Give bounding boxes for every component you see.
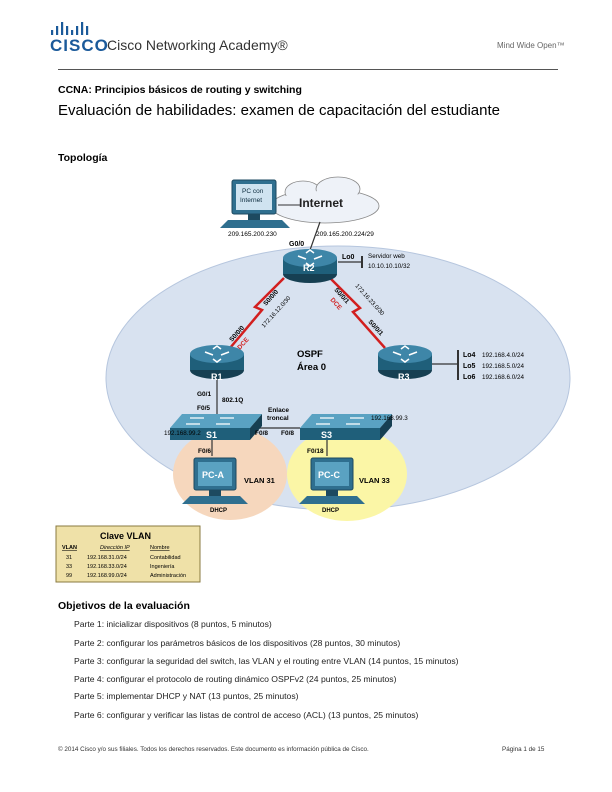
lo5-label: Lo5: [463, 363, 476, 370]
vlan-key-table: Clave VLAN VLAN Dirección IP Nombre 31 1…: [55, 525, 201, 583]
r1-label: R1: [211, 372, 223, 382]
s3-f08: F0/8: [281, 430, 294, 437]
topology-heading: Topología: [58, 152, 108, 164]
tagline: Mind Wide Open™: [497, 41, 565, 50]
topology-diagram: Internet PC con Internet 209.165.200.230…: [55, 176, 571, 583]
router-r2-icon: [283, 249, 337, 283]
page-number: Página 1 de 15: [502, 746, 545, 753]
router-r1-icon: [190, 345, 244, 379]
s1-f06: F0/6: [198, 448, 211, 455]
r2-label: R2: [303, 263, 315, 273]
footer-copyright: © 2014 Cisco y/o sus filiales. Todos los…: [58, 746, 369, 753]
objectives-heading: Objetivos de la evaluación: [58, 600, 190, 612]
vlan-key-header-vlan: VLAN: [62, 545, 77, 551]
cisco-logo: CISCO: [50, 36, 109, 55]
pc-internet-label-1: PC con: [242, 188, 264, 195]
pc-internet-icon: [220, 179, 290, 228]
vlan-key-cell: 33: [66, 564, 72, 570]
vlan-key-cell: 99: [66, 573, 72, 579]
s3-ip: 192.168.99.3: [371, 415, 408, 422]
s3-f18: F0/18: [307, 448, 324, 455]
serial-link-r2-r3: [329, 277, 386, 349]
dhcp-c-label: DHCP: [322, 508, 339, 514]
internet-net-ip: 209.165.200.224/29: [316, 231, 374, 238]
s3-label: S3: [321, 430, 332, 440]
trunk-label-1: Enlace: [268, 407, 289, 414]
ospf-label: OSPF: [297, 349, 323, 360]
s1-ip: 192.168.99.2: [164, 430, 201, 437]
vlan-key-cell: 31: [66, 555, 72, 561]
vlan31-label: VLAN 31: [244, 476, 275, 485]
objective-item: Parte 4: configurar el protocolo de rout…: [74, 674, 397, 684]
course-title: CCNA: Principios básicos de routing y sw…: [58, 84, 302, 96]
pc-internet-label-2: Internet: [240, 197, 262, 204]
vlan-key-cell: 192.168.99.0/24: [87, 573, 127, 579]
objective-item: Parte 1: inicializar dispositivos (8 pun…: [74, 619, 272, 629]
vlan-key-cell: 192.168.33.0/24: [87, 564, 127, 570]
vlan-key-header-name: Nombre: [150, 545, 170, 551]
r2-g00: G0/0: [289, 241, 304, 248]
vlan-key-title: Clave VLAN: [100, 531, 151, 541]
s1-f08: F0/8: [255, 430, 268, 437]
page-title: Evaluación de habilidades: examen de cap…: [58, 102, 500, 119]
vlan-key-cell: Administración: [150, 573, 186, 579]
vlan33-label: VLAN 33: [359, 476, 390, 485]
switch-s3-icon: [300, 414, 392, 440]
cisco-logo-bars-icon: [51, 22, 89, 35]
lo4-label: Lo4: [463, 352, 476, 359]
vlan-key-cell: Contabilidad: [150, 555, 181, 561]
vlan-key-cell: 192.168.31.0/24: [87, 555, 127, 561]
academy-name: Cisco Networking Academy®: [107, 37, 288, 53]
s1-label: S1: [206, 430, 217, 440]
objective-item: Parte 5: implementar DHCP y NAT (13 punt…: [74, 691, 299, 701]
pc-c-label: PC-C: [318, 470, 340, 480]
internet-label: Internet: [299, 196, 343, 210]
vlan-key-cell: Ingeniería: [150, 564, 175, 570]
pc-a-icon: [182, 457, 248, 504]
pc-c-icon: [299, 457, 365, 504]
objective-item: Parte 6: configurar y verificar las list…: [74, 710, 419, 720]
lo6-label: Lo6: [463, 374, 476, 381]
header-divider: [58, 69, 558, 70]
server-web-ip: 10.10.10.10/32: [368, 263, 411, 270]
server-web-label: Servidor web: [368, 253, 405, 260]
router-r3-icon: [378, 345, 432, 379]
r3-label: R3: [398, 372, 410, 382]
r1-g01: G0/1: [197, 391, 211, 398]
pc-internet-ip: 209.165.200.230: [228, 231, 277, 238]
s1-f05: F0/5: [197, 405, 210, 412]
internet-cloud-icon: [270, 176, 380, 224]
area-label: Área 0: [297, 362, 326, 373]
objective-item: Parte 2: configurar los parámetros básic…: [74, 638, 401, 648]
dhcp-a-label: DHCP: [210, 508, 227, 514]
objective-item: Parte 3: configurar la seguridad del swi…: [74, 656, 459, 666]
lo6-net: 192.168.6.0/24: [482, 374, 525, 381]
trunk-label-2: troncal: [267, 415, 289, 422]
serial-link-r1-r2: [229, 277, 285, 349]
lo5-net: 192.168.5.0/24: [482, 363, 525, 370]
pc-a-label: PC-A: [202, 470, 224, 480]
switch-s1-icon: [170, 414, 262, 440]
lo0-label: Lo0: [342, 254, 355, 261]
dot1q-label: 802.1Q: [222, 397, 243, 404]
vlan-key-header-ip: Dirección IP: [100, 545, 130, 551]
lo4-net: 192.168.4.0/24: [482, 352, 525, 359]
